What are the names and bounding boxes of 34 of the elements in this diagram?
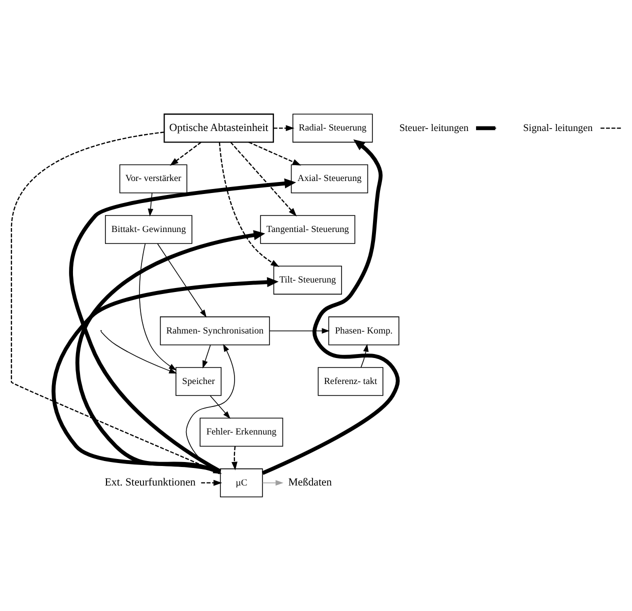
node-box: Fehler- Erkennung <box>200 418 284 447</box>
arrow <box>139 243 177 374</box>
arrow <box>148 192 154 216</box>
arrow <box>262 139 400 475</box>
node-box: Vor- verstärker <box>119 164 188 194</box>
node-box: Speicher <box>176 367 222 396</box>
node-box: µC <box>220 468 263 498</box>
node-box: Rahmen- Synchronisation <box>160 316 270 346</box>
arrow <box>201 480 222 486</box>
arrow <box>218 142 280 268</box>
arrow <box>210 395 230 419</box>
arrow <box>170 142 202 166</box>
arrow <box>269 328 330 334</box>
arrow <box>360 344 369 368</box>
arrow <box>262 480 284 486</box>
node-box: Phasen- Komp. <box>328 316 400 346</box>
arrow <box>202 344 211 368</box>
node-box: Tilt- Steuerung <box>273 266 342 295</box>
legend-label: Steuer- leitungen <box>399 122 469 134</box>
node-box: Referenz- takt <box>318 367 384 396</box>
node-box: Optische Abtasteinheit <box>164 114 274 143</box>
node-text: Ext. Steurfunktionen <box>104 476 196 489</box>
arrow <box>231 446 238 470</box>
arrow <box>248 142 302 166</box>
arrow <box>274 125 294 132</box>
node-box: Bittakt- Gewinnung <box>105 215 192 244</box>
arrow <box>230 142 297 216</box>
node-text: Meßdaten <box>288 476 332 489</box>
node-box: Axial- Steuerung <box>290 164 368 194</box>
arrow <box>100 331 177 374</box>
legend-label: Signal- leitungen <box>523 122 593 134</box>
node-box: Radial- Steuerung <box>292 114 373 143</box>
arrow <box>157 243 207 318</box>
node-box: Tangential- Steuerung <box>260 215 356 244</box>
